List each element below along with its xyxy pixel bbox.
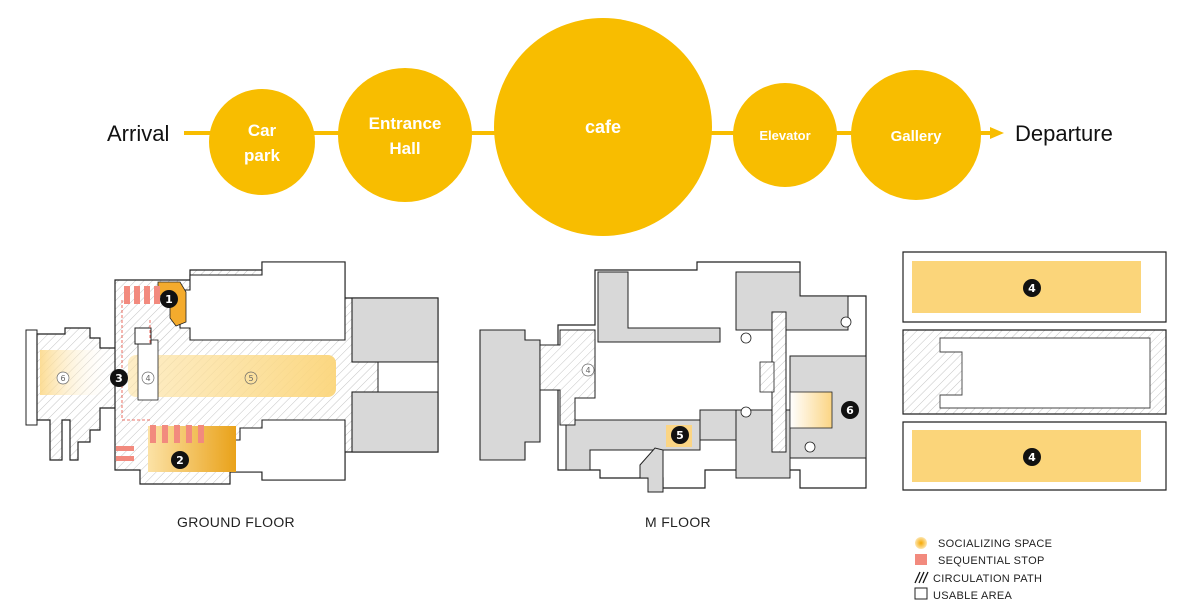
mf-room-4: 4 — [581, 363, 595, 377]
svg-text:USABLE AREA: USABLE AREA — [933, 590, 1012, 602]
legend: SOCIALIZING SPACE SEQUENTIAL STOP CIRCUL… — [914, 537, 1052, 602]
mf-circulation-left — [539, 329, 596, 426]
visitor-flow-diagram: Arrival Departure Car park Entrance Hall… — [107, 18, 1113, 236]
node-label-line1: Entrance — [369, 114, 442, 133]
node-label-line1: Gallery — [891, 128, 943, 145]
svg-text:3: 3 — [115, 372, 123, 385]
legend-socializing: SOCIALIZING SPACE — [915, 537, 1052, 550]
gf-main-block — [114, 261, 439, 485]
mf-columns — [740, 316, 852, 453]
hatch-swatch-icon — [914, 571, 929, 584]
gf-room-6: 6 — [56, 371, 70, 385]
svg-text:6: 6 — [60, 374, 65, 383]
socializing-swatch-icon — [915, 537, 927, 549]
node-label-line2: park — [244, 146, 280, 165]
usable-swatch-icon — [914, 587, 928, 600]
mf-marker-6: 6 — [841, 401, 859, 419]
svg-text:1: 1 — [165, 293, 173, 306]
flow-node-gallery: Gallery — [851, 70, 981, 200]
flow-node-car-park: Car park — [209, 89, 315, 195]
arrival-label: Arrival — [107, 121, 169, 146]
m-floor-plan: 4 5 6 M FLOOR — [479, 261, 867, 530]
m-floor-caption: M FLOOR — [645, 514, 711, 530]
gf-room-4: 4 — [141, 371, 155, 385]
legend-usable: USABLE AREA — [914, 587, 1012, 602]
gf-room-5: 5 — [244, 371, 258, 385]
flow-arrowhead — [990, 127, 1004, 139]
node-label-line1: cafe — [585, 117, 621, 137]
mf-marker-5: 5 — [671, 426, 689, 444]
svg-text:4: 4 — [145, 374, 150, 383]
svg-text:5: 5 — [248, 374, 253, 383]
node-label-line2: Hall — [389, 139, 420, 158]
svg-text:4: 4 — [585, 366, 590, 375]
svg-text:CIRCULATION PATH: CIRCULATION PATH — [933, 573, 1042, 585]
gf-marker-1: 1 — [160, 290, 178, 308]
svg-text:SEQUENTIAL STOP: SEQUENTIAL STOP — [938, 555, 1045, 567]
svg-text:SOCIALIZING SPACE: SOCIALIZING SPACE — [938, 538, 1052, 550]
departure-label: Departure — [1015, 121, 1113, 146]
uf-marker-4-top: 4 — [1023, 279, 1041, 297]
flow-node-entrance-hall: Entrance Hall — [338, 68, 472, 202]
gf-left-wing — [25, 327, 117, 461]
flow-node-cafe: cafe — [494, 18, 712, 236]
svg-text:4: 4 — [1028, 451, 1036, 464]
gf-marker-3: 3 — [110, 369, 128, 387]
upper-floor-plan: 4 4 — [902, 251, 1167, 491]
gf-marker-2: 2 — [171, 451, 189, 469]
ground-floor-plan: 6 4 5 1 2 3 GROUND FLOOR — [25, 261, 439, 530]
legend-circulation: CIRCULATION PATH — [914, 571, 1042, 585]
svg-text:2: 2 — [176, 454, 184, 467]
flow-node-elevator: Elevator — [733, 83, 837, 187]
svg-text:4: 4 — [1028, 282, 1036, 295]
mf-left-block — [479, 329, 541, 461]
sequential-swatch-icon — [915, 554, 927, 565]
node-label-line1: Elevator — [759, 128, 810, 143]
node-label-line1: Car — [248, 121, 277, 140]
uf-marker-4-bottom: 4 — [1023, 448, 1041, 466]
svg-text:6: 6 — [846, 404, 854, 417]
legend-sequential: SEQUENTIAL STOP — [915, 554, 1045, 567]
svg-text:5: 5 — [676, 429, 684, 442]
gf-sequential-stops — [116, 286, 204, 461]
ground-floor-caption: GROUND FLOOR — [177, 514, 295, 530]
